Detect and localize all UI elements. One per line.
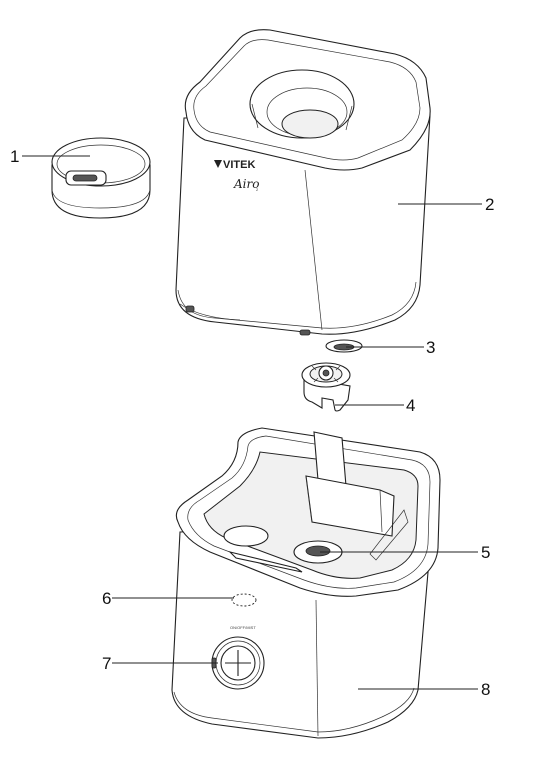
callout-1: 1 <box>10 147 19 166</box>
leader-lines <box>22 155 482 690</box>
part-tank: VITEK Airo 2 <box>175 29 431 336</box>
callout-6: 6 <box>102 589 111 608</box>
model-name: Airo <box>233 177 259 191</box>
model-subscript: 2 <box>256 187 259 192</box>
callout-numbers: 1 2 3 4 5 6 7 8 <box>10 147 494 699</box>
brand-name: VITEK <box>223 159 255 171</box>
callout-3: 3 <box>426 338 435 357</box>
callout-8: 8 <box>481 680 490 699</box>
part-valve <box>325 339 363 353</box>
callout-2: 2 <box>485 195 494 214</box>
part-base: ON/OFF/MIST <box>171 427 441 739</box>
control-knob-label: ON/OFF/MIST <box>230 625 256 630</box>
part-nozzle <box>301 362 351 412</box>
part-cap <box>51 137 151 219</box>
control-knob: ON/OFF/MIST <box>211 625 265 690</box>
vitek-logo-icon <box>214 160 222 168</box>
sensor-dashed-outline <box>231 593 257 607</box>
callout-7: 7 <box>102 654 111 673</box>
callout-4: 4 <box>406 396 415 415</box>
callout-5: 5 <box>481 543 490 562</box>
